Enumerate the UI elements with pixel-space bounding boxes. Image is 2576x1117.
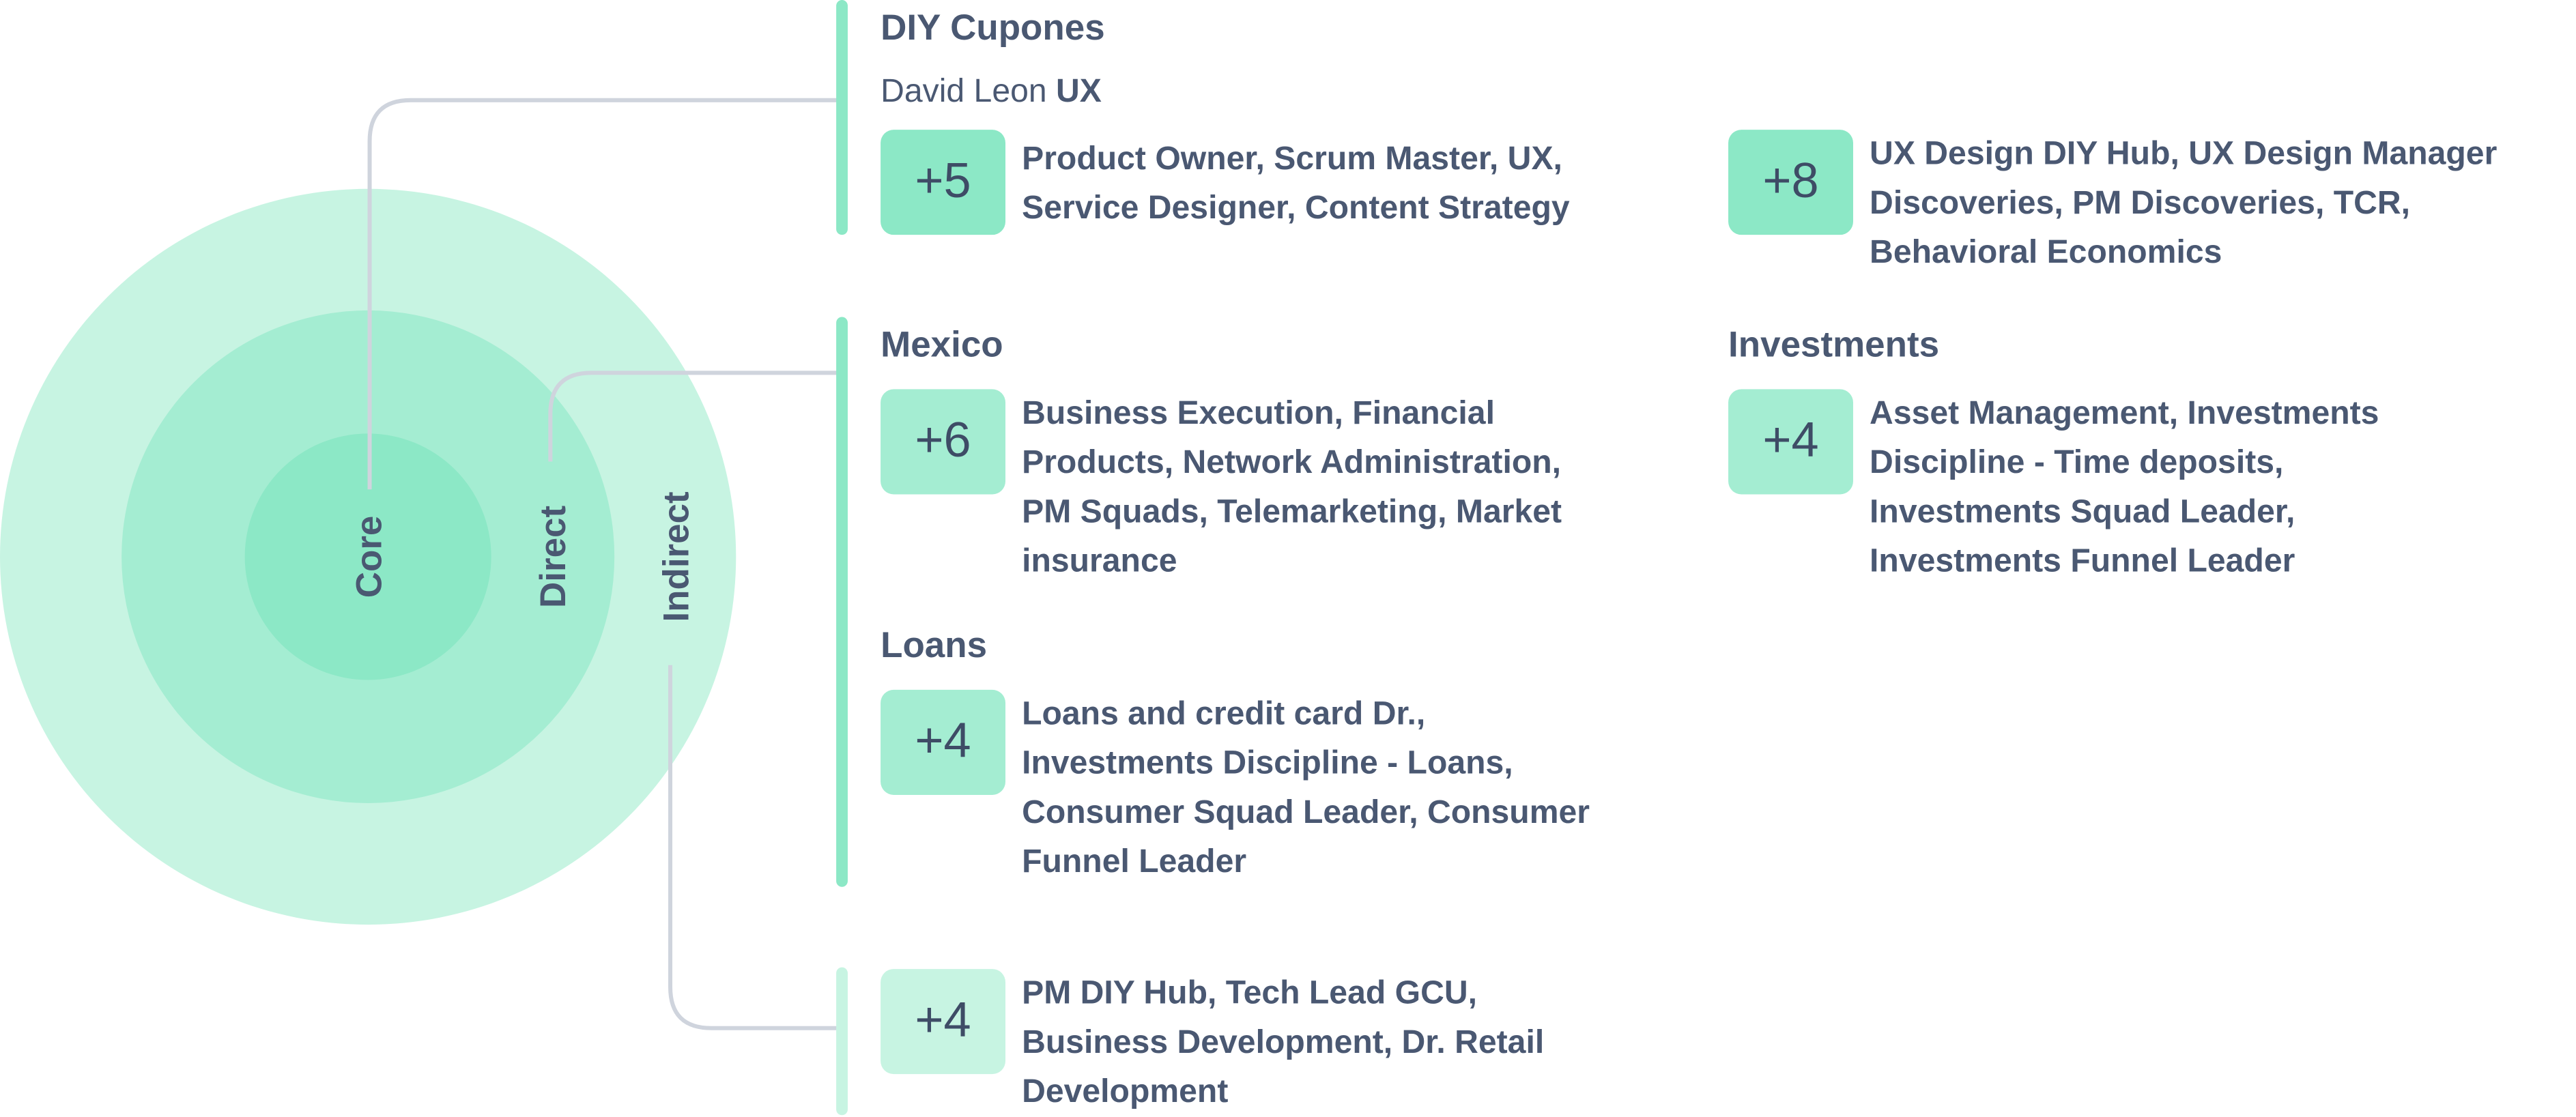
loans-roles: Loans and credit card Dr., Investments D…: [1022, 696, 1590, 881]
owner-name: David Leon: [881, 74, 1047, 111]
core-label: Core: [349, 516, 389, 598]
indirect-roles: PM DIY Hub, Tech Lead GCU, Business Deve…: [1022, 975, 1545, 1111]
mexico-count: +6: [881, 389, 1006, 495]
mexico-title: Mexico: [881, 323, 1003, 365]
core-extended-roles: UX Design DIY Hub, UX Design Manager Dis…: [1870, 136, 2498, 272]
direct-group-bar: [836, 317, 848, 887]
loans-title: Loans: [881, 624, 988, 665]
direct-connector: [548, 371, 838, 462]
mexico-roles: Business Execution, Financial Products, …: [1022, 396, 1562, 580]
owner-role: UX: [1056, 74, 1102, 111]
core-circle: [244, 433, 491, 680]
investments-roles: Asset Management, Investments Discipline…: [1870, 396, 2379, 580]
core-group-owner: David Leon UX: [881, 74, 1102, 111]
core-team-count: +5: [881, 130, 1006, 235]
core-group-title: DIY Cupones: [881, 6, 1105, 48]
indirect-label: Indirect: [656, 491, 696, 622]
direct-label: Direct: [533, 506, 573, 608]
core-extended-count: +8: [1728, 130, 1853, 235]
indirect-count: +4: [881, 969, 1006, 1075]
core-connector: [367, 98, 838, 490]
investments-title: Investments: [1728, 323, 1940, 365]
indirect-group-bar: [836, 967, 848, 1116]
investments-count: +4: [1728, 389, 1853, 495]
core-group-bar: [836, 0, 848, 235]
loans-count: +4: [881, 689, 1006, 795]
core-team-roles: Product Owner, Scrum Master, UX, Service…: [1022, 141, 1570, 227]
indirect-connector: [668, 665, 838, 1030]
